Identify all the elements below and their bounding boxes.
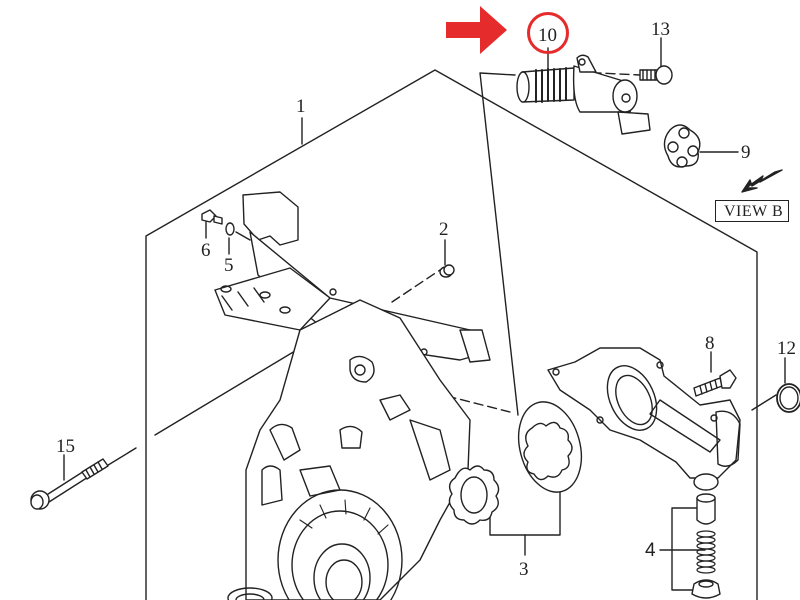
callout-15: 15 [56, 436, 75, 457]
callout-3: 3 [519, 559, 529, 580]
outer-rotor-3 [517, 401, 583, 493]
callout-9: 9 [741, 142, 751, 163]
gasket-9 [663, 124, 701, 168]
bolt-15 [30, 458, 109, 510]
callout-4: 4 [645, 540, 656, 561]
timing-cover-1 [214, 191, 491, 600]
assembly-bracket-1-outline [145, 69, 758, 600]
dowel-pin-2 [439, 264, 455, 278]
callout-1: 1 [296, 96, 306, 117]
bolt-13 [639, 65, 673, 85]
callout-8: 8 [705, 333, 715, 354]
bracket-3 [489, 489, 561, 536]
oil-pump-housing [547, 347, 741, 479]
bracket-4 [671, 507, 706, 591]
callout-10: 10 [538, 25, 557, 46]
callout-6: 6 [201, 240, 211, 261]
highlight-circle [527, 12, 569, 54]
callout-12: 12 [777, 338, 796, 359]
view-b-text: VIEW B [724, 203, 784, 220]
assembly-bracket-10-outline [479, 72, 519, 416]
oil-control-valve-10 [516, 54, 651, 135]
callout-2: 2 [439, 219, 449, 240]
o-ring-12 [776, 383, 800, 413]
relief-valve-4 [691, 473, 721, 599]
callout-5: 5 [224, 255, 234, 276]
bolt-6 [201, 209, 223, 225]
highlight-arrow [446, 6, 507, 54]
bolt-8 [693, 369, 737, 397]
callout-13: 13 [651, 19, 670, 40]
spring [696, 530, 716, 574]
washer-5 [225, 222, 235, 236]
view-b-arrow [741, 169, 783, 193]
view-b-label: VIEW B [715, 200, 789, 222]
inner-rotor-3 [448, 465, 500, 525]
